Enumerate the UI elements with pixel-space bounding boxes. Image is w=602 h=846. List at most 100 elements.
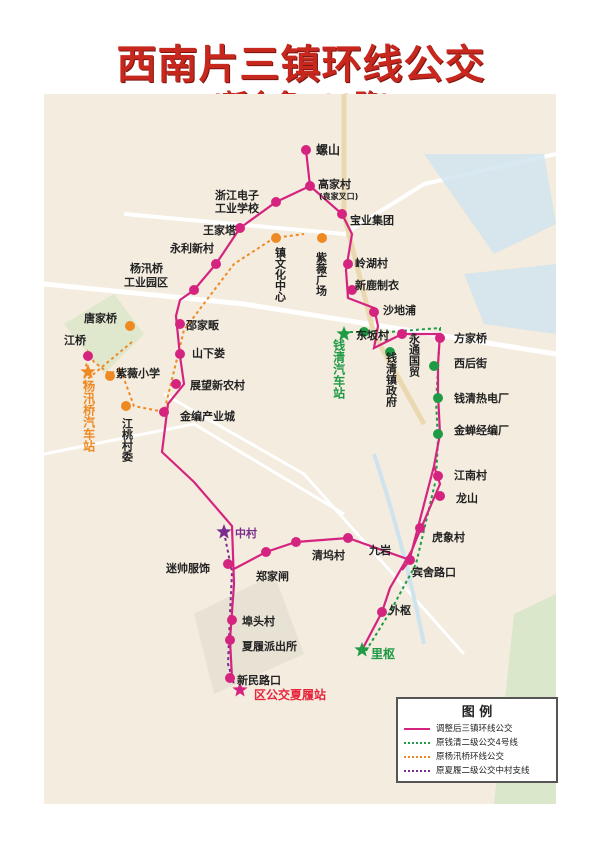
legend-swatch xyxy=(404,727,430,730)
stop-label: 螺山 xyxy=(316,143,341,157)
stop-dot xyxy=(359,327,369,337)
stop-dot xyxy=(261,547,271,557)
legend-swatch xyxy=(404,741,430,744)
stop-dot xyxy=(83,351,93,361)
stop-dot xyxy=(159,407,169,417)
stop-dot xyxy=(317,233,327,243)
stop-dot xyxy=(435,333,445,343)
stop-dot xyxy=(223,559,233,569)
stop-dot xyxy=(121,401,131,411)
stop-label: 钱清热电厂 xyxy=(454,392,509,405)
stop-dot xyxy=(337,209,347,219)
stop-dot xyxy=(433,429,443,439)
stop-dot xyxy=(171,379,181,389)
stop-dot xyxy=(347,285,357,295)
stop-dot xyxy=(225,673,235,683)
stop-label: 钱清镇政府 xyxy=(384,352,398,407)
stop-label: 永利新村 xyxy=(170,242,214,255)
stop-label: 新民路口 xyxy=(237,674,281,687)
stop-label: 展望新农村 xyxy=(190,379,245,392)
stop-marks xyxy=(80,145,445,697)
map-title: 西南片三镇环线公交 xyxy=(116,42,486,88)
legend-swatch xyxy=(404,755,430,758)
basemap xyxy=(44,94,556,804)
stop-label: 新鹿制衣 xyxy=(355,279,399,292)
stop-dot xyxy=(271,233,281,243)
legend-item: 调整后三镇环线公交 xyxy=(404,722,513,734)
stop-dot xyxy=(429,361,439,371)
stop-dot xyxy=(291,537,301,547)
stop-dot xyxy=(433,471,443,481)
stop-label: 工业园区 xyxy=(124,276,168,289)
stop-label: 龙山 xyxy=(456,492,478,505)
stop-dot xyxy=(343,533,353,543)
stop-dot xyxy=(433,393,443,403)
stop-label: 邵家畈 xyxy=(186,319,219,332)
green-route-line xyxy=(344,326,442,655)
orange-route-line xyxy=(82,233,305,414)
stop-label: 杨汛桥 xyxy=(130,262,163,275)
stop-dot xyxy=(175,349,185,359)
stop-label: 方家桥 xyxy=(454,332,487,345)
stop-label: 江南村 xyxy=(454,469,487,482)
stop-dot xyxy=(397,329,407,339)
stop-label: 紫薇小学 xyxy=(116,367,160,380)
stop-label: 紫薇广场 xyxy=(314,252,328,296)
stop-label: 迷帅服饰 xyxy=(166,562,210,575)
stop-label: 岭湖村 xyxy=(355,257,388,270)
legend-swatch xyxy=(404,769,430,772)
stop-label: 杨汛桥汽车站 xyxy=(81,380,96,452)
stop-dot xyxy=(377,607,387,617)
stop-label: 金蝉经编厂 xyxy=(454,424,509,437)
legend-item: 原夏履二级公交中村支线 xyxy=(404,764,530,776)
stop-dot xyxy=(227,615,237,625)
stop-label: 埠头村 xyxy=(242,615,275,628)
stop-label: 金编产业城 xyxy=(180,410,235,423)
stop-dot xyxy=(175,319,185,329)
legend: 图 例 调整后三镇环线公交 原钱清二级公交4号线 原杨汛桥环线公交 原夏履二级公… xyxy=(396,697,558,783)
stop-dot xyxy=(343,259,353,269)
stop-label: 中村 xyxy=(235,527,257,540)
stop-label: 宝业集团 xyxy=(350,214,394,227)
stop-dot xyxy=(235,223,245,233)
stop-label: 郑家闸 xyxy=(256,570,289,583)
station-star-icon xyxy=(336,326,352,341)
stop-dot xyxy=(225,635,235,645)
stop-label: 里枢 xyxy=(371,647,396,661)
legend-title: 图 例 xyxy=(461,705,493,720)
stop-label: 外枢 xyxy=(389,604,411,617)
route-map xyxy=(44,94,556,804)
stop-label: 夏履派出所 xyxy=(242,640,297,653)
stop-dot xyxy=(271,197,281,207)
stop-dot xyxy=(369,307,379,317)
stop-label: 宾舍路口 xyxy=(412,566,456,579)
stop-label: 唐家桥 xyxy=(84,312,117,325)
station-star-icon xyxy=(354,642,370,657)
stop-label: 王家塔 xyxy=(203,224,236,237)
stop-label: 工业学校 xyxy=(215,202,259,215)
stop-dot xyxy=(435,491,445,501)
stop-dot xyxy=(415,523,425,533)
stop-dot xyxy=(211,259,221,269)
station-star-icon xyxy=(80,364,96,379)
stop-label: 江桃村委 xyxy=(120,418,134,462)
stop-label: 江桥 xyxy=(64,334,86,347)
stop-label: 清坞村 xyxy=(312,549,345,562)
stop-dot xyxy=(301,145,311,155)
stop-label: 高家村 xyxy=(318,178,351,191)
stop-label: 永通国贸 xyxy=(407,333,421,377)
stop-dot xyxy=(405,555,415,565)
purple-route-line xyxy=(223,531,235,685)
stop-label: 钱清汽车站 xyxy=(331,339,346,399)
stop-dot xyxy=(305,181,315,191)
legend-item: 原杨汛桥环线公交 xyxy=(404,750,504,762)
legend-item: 原钱清二级公交4号线 xyxy=(404,736,518,748)
stop-label: 浙江电子 xyxy=(215,189,259,202)
stop-dot xyxy=(125,321,135,331)
stop-label: (袁家叉口) xyxy=(319,192,359,201)
station-star-icon xyxy=(232,682,248,697)
stop-dot xyxy=(385,347,395,357)
stop-label: 沙地浦 xyxy=(383,304,416,317)
stop-label: 区公交夏履站 xyxy=(254,688,327,702)
stop-label: 西后街 xyxy=(454,357,487,370)
